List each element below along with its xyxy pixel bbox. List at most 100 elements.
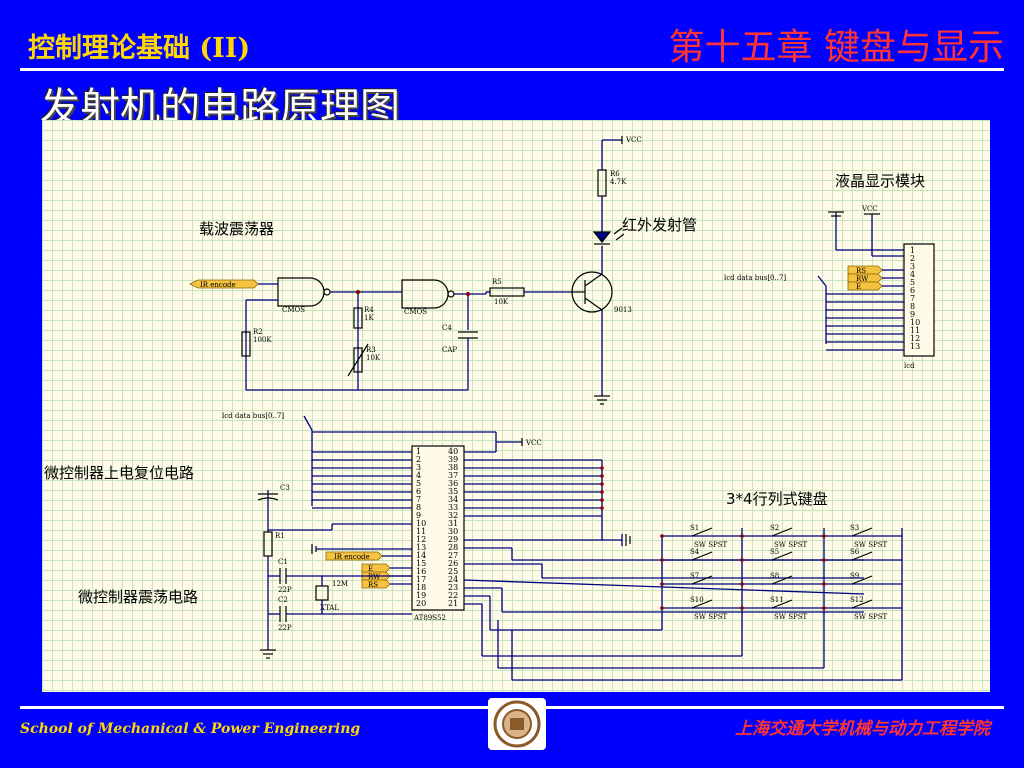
svg-text:27: 27 (448, 551, 458, 560)
transistor-label: 9013 (614, 306, 632, 314)
switch-type-1: SW SPST (694, 541, 728, 549)
mcu-ir-encode-text: IR encode (334, 553, 370, 561)
switch-s9: S9 (850, 572, 859, 580)
svg-text:6: 6 (910, 286, 915, 295)
switch-type-12: SW SPST (854, 613, 888, 621)
r3-label: R3 (366, 346, 376, 354)
svg-text:4: 4 (416, 471, 421, 480)
svg-text:3: 3 (910, 262, 915, 271)
mcu-e-text: E (368, 565, 373, 573)
r4-label: R4 (364, 306, 374, 314)
svg-text:34: 34 (448, 495, 458, 504)
svg-text:7: 7 (910, 294, 915, 303)
svg-text:12: 12 (910, 334, 920, 343)
svg-text:7: 7 (416, 495, 421, 504)
switch-type-2: SW SPST (774, 541, 808, 549)
lcd-rs-tag (847, 265, 883, 275)
keypad-matrix: S1 S2 S3 S4 S5 S6 S7 S8 S9 S10 S11 S12 S… (600, 466, 903, 680)
oscillator-circuit-label: 微控制器震荡电路 (78, 588, 198, 606)
keypad-label: 3*4行列式键盘 (726, 490, 828, 508)
svg-text:22: 22 (448, 591, 458, 600)
svg-text:8: 8 (910, 302, 915, 311)
resistor-r2 (241, 331, 251, 357)
lcd-label: lcd (904, 362, 915, 370)
svg-text:15: 15 (416, 559, 426, 568)
mcu-left-pins: 1 2 3 4 5 6 7 8 9 10 11 12 13 14 15 16 1… (416, 447, 426, 608)
mcu-e-tag (361, 563, 391, 573)
nand-gate-2 (401, 279, 449, 309)
svg-text:12: 12 (416, 535, 426, 544)
svg-text:28: 28 (448, 543, 458, 552)
svg-text:1: 1 (416, 447, 421, 456)
svg-text:26: 26 (448, 559, 458, 568)
r2-value: 100K (253, 336, 272, 344)
svg-text:3: 3 (416, 463, 421, 472)
svg-text:5: 5 (910, 278, 915, 287)
mcu-rs-tag (361, 579, 391, 589)
crystal-label: XTAL (320, 604, 339, 612)
resistor-r4 (353, 307, 363, 329)
ir-encode-text: IR encode (200, 281, 236, 289)
r6-label: R6 (610, 170, 620, 178)
c4-value: CAP (442, 346, 457, 354)
lcd-rs-text: RS (856, 267, 866, 275)
vcc-top-label: VCC (625, 136, 642, 144)
svg-text:38: 38 (448, 463, 458, 472)
svg-text:19: 19 (416, 591, 426, 600)
svg-text:11: 11 (910, 326, 920, 335)
ir-led (592, 231, 612, 243)
svg-text:5: 5 (416, 479, 421, 488)
mcu-label: AT89S52 (413, 614, 446, 622)
ir-emitter-label: 红外发射管 (622, 216, 697, 234)
lcd-rw-text: RW (856, 275, 869, 283)
svg-text:37: 37 (448, 471, 458, 480)
vcc-mcu-label: VCC (525, 439, 542, 447)
circuit-svg: .w{stroke:#000080;stroke-width:1.3;fill:… (44, 136, 935, 681)
lcd-connector (903, 243, 935, 357)
r5-value: 10K (494, 298, 509, 306)
mcu-chip (411, 445, 465, 611)
svg-text:20: 20 (416, 599, 426, 608)
svg-text:30: 30 (448, 527, 458, 536)
svg-text:4: 4 (910, 270, 915, 279)
svg-text:9: 9 (416, 511, 421, 520)
switch-s11: S11 (770, 596, 784, 604)
school-name-cn: 上海交通大学机械与动力工程学院 (735, 719, 990, 739)
vcc-lcd-label: VCC (861, 205, 878, 213)
r3-value: 10K (366, 354, 381, 362)
svg-text:24: 24 (448, 575, 458, 584)
svg-text:25: 25 (448, 567, 458, 576)
nand-gate-1 (277, 277, 325, 307)
svg-text:39: 39 (448, 455, 458, 464)
course-title: 控制理论基础 (II) (28, 33, 251, 64)
r2-label: R2 (253, 328, 263, 336)
svg-text:32: 32 (448, 511, 458, 520)
resistor-r3 (353, 347, 363, 373)
svg-text:17: 17 (416, 575, 426, 584)
svg-text:35: 35 (448, 487, 458, 496)
r6-value: 4.7K (610, 178, 627, 186)
r1-label: R1 (275, 532, 285, 540)
svg-text:2: 2 (910, 254, 915, 263)
svg-text:14: 14 (416, 551, 426, 560)
svg-text:40: 40 (448, 447, 458, 456)
chapter-title: 第十五章 键盘与显示 (668, 27, 1004, 68)
switch-s3: S3 (850, 524, 859, 532)
svg-text:11: 11 (416, 527, 426, 536)
svg-text:23: 23 (448, 583, 458, 592)
svg-text:10: 10 (910, 318, 920, 327)
c4-label: C4 (442, 324, 452, 332)
c1-label: C1 (278, 558, 288, 566)
svg-text:13: 13 (910, 342, 920, 351)
switch-s1: S1 (690, 524, 699, 532)
svg-text:10: 10 (416, 519, 426, 528)
svg-text:13: 13 (416, 543, 426, 552)
mcu-right-pins: 40 39 38 37 36 35 34 33 32 31 30 29 28 2… (448, 447, 458, 608)
resistor-r5 (489, 287, 525, 297)
lcd-bus-label-top: lcd data bus[0..7] (724, 274, 786, 282)
svg-text:9: 9 (910, 310, 915, 319)
reset-circuit-label: 微控制器上电复位电路 (44, 464, 194, 482)
crystal-xtal (315, 585, 329, 601)
header-divider (20, 68, 1004, 71)
switch-type-3: SW SPST (854, 541, 888, 549)
